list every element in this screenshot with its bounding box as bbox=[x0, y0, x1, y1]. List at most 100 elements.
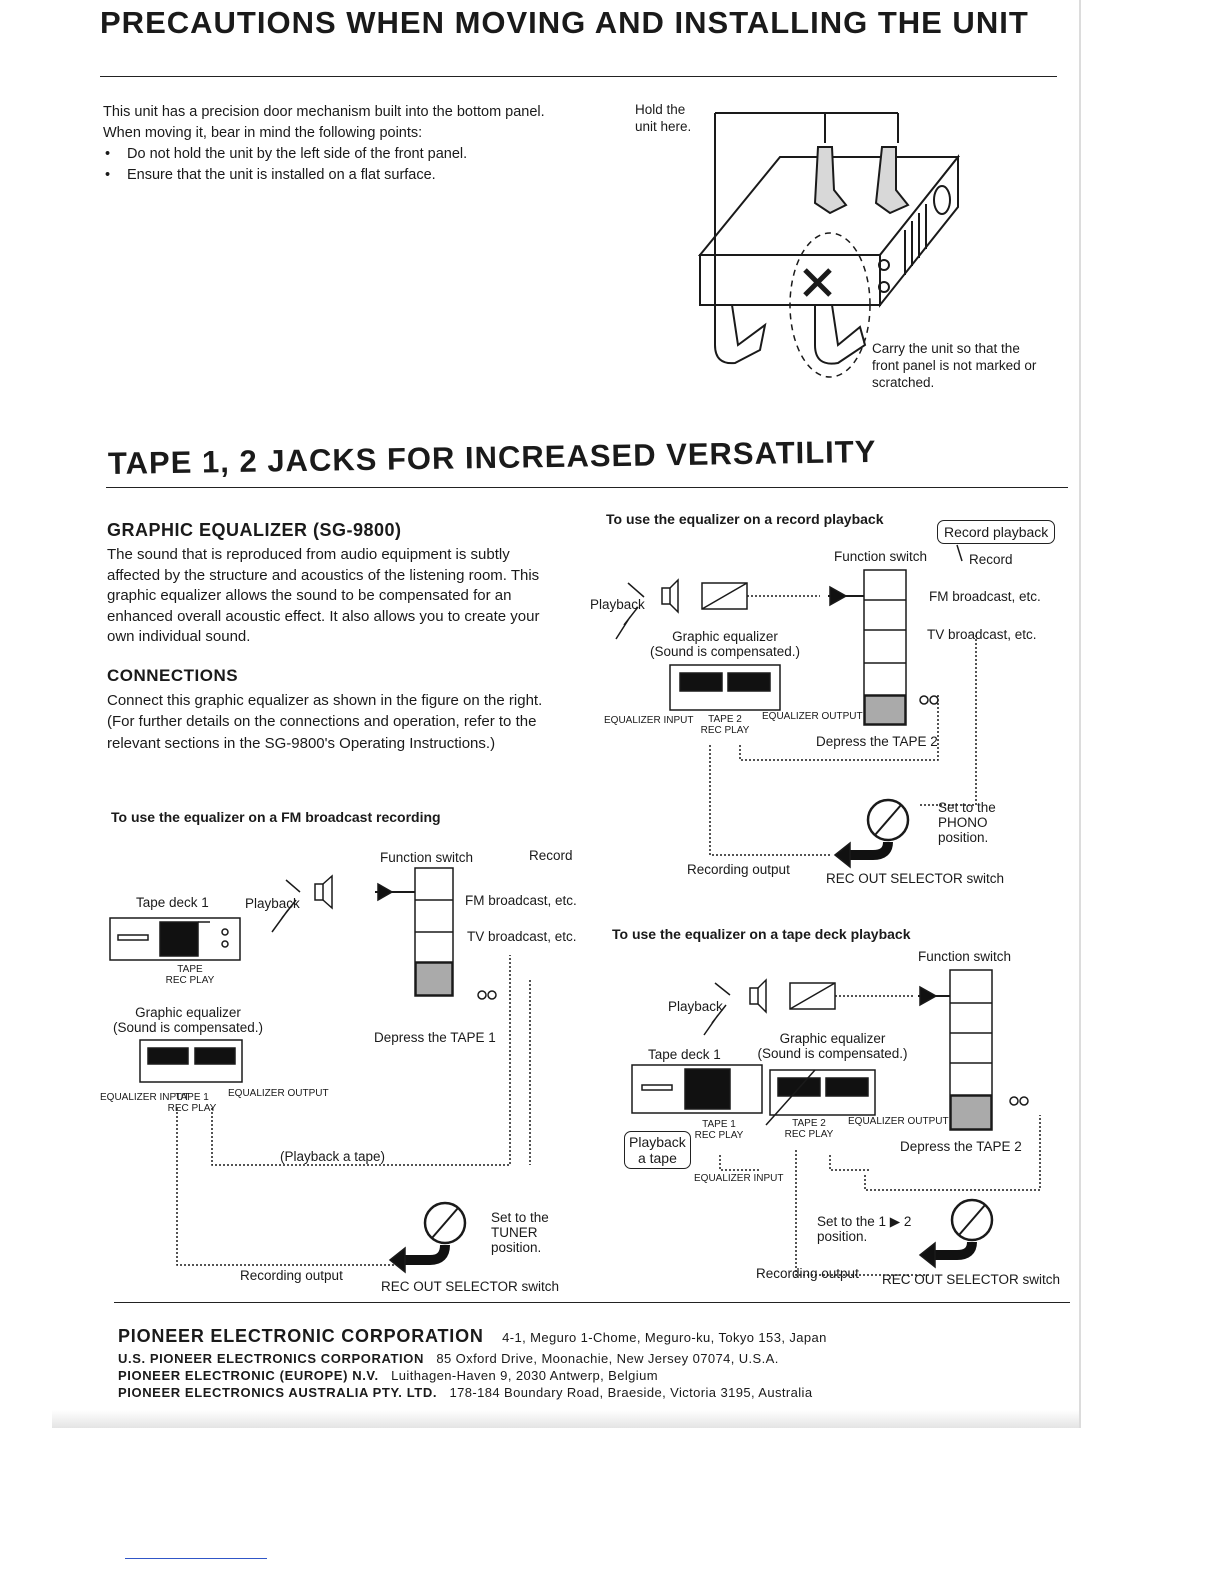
fm-tape1-label: TAPE 1 REC PLAY bbox=[162, 1092, 222, 1114]
carry-unit-illustration: Hold the unit here. Carry the unit so th… bbox=[620, 95, 1070, 405]
tape-tape1-label: TAPE 1 REC PLAY bbox=[690, 1119, 748, 1141]
fm-playback-label: Playback bbox=[245, 896, 300, 911]
fm-tape-jack-label: TAPE REC PLAY bbox=[162, 964, 218, 986]
record-playback-label: Playback bbox=[590, 597, 645, 612]
tape-compensated-text: (Sound is compensated.) bbox=[740, 1046, 925, 1061]
record-depress-label: Depress the TAPE 2 bbox=[816, 734, 938, 749]
record-rec-play-text: REC PLAY bbox=[695, 725, 755, 736]
record-fm-label: FM broadcast, etc. bbox=[929, 589, 1041, 604]
fm-set-to-text: TUNER bbox=[491, 1225, 549, 1240]
footer-corp-name: PIONEER ELECTRONIC CORPORATION bbox=[118, 1326, 484, 1346]
record-compensated-text: (Sound is compensated.) bbox=[640, 644, 810, 659]
diagram-fm: Function switch Record FM broadcast, etc… bbox=[100, 840, 600, 1300]
record-set-to-text: position. bbox=[938, 830, 996, 845]
connections-description: Connect this graphic equalizer as shown … bbox=[107, 690, 557, 755]
fm-eq-output-label: EQUALIZER OUTPUT bbox=[228, 1088, 288, 1099]
title-rule bbox=[100, 76, 1057, 77]
fm-tape1-text: TAPE 1 bbox=[162, 1092, 222, 1103]
carry-note-line: front panel is not marked or bbox=[872, 357, 1036, 374]
fm-record-label: Record bbox=[529, 848, 573, 863]
record-function-switch-label: Function switch bbox=[834, 549, 927, 564]
record-graphic-eq-label: Graphic equalizer (Sound is compensated.… bbox=[640, 629, 810, 659]
diagram-tape: Function switch Playback Graphic equaliz… bbox=[600, 945, 1075, 1295]
fm-set-to-text: position. bbox=[491, 1240, 549, 1255]
fm-tape-jack-text: TAPE bbox=[162, 964, 218, 975]
link-underline bbox=[125, 1558, 267, 1559]
footer-rule bbox=[114, 1302, 1070, 1303]
record-set-to-text: PHONO bbox=[938, 815, 996, 830]
tape-tape1-text: TAPE 1 bbox=[690, 1119, 748, 1130]
footer-eu-line: PIONEER ELECTRONIC (EUROPE) N.V. Luithag… bbox=[118, 1367, 1063, 1384]
fm-depress-label: Depress the TAPE 1 bbox=[374, 1030, 496, 1045]
hold-label-line: Hold the bbox=[635, 101, 691, 118]
record-eq-input-label: EQUALIZER INPUT bbox=[604, 715, 654, 726]
playback-box-text: Playback bbox=[629, 1134, 686, 1150]
record-set-to-text: Set to the bbox=[938, 800, 996, 815]
tape-deck-label: Tape deck 1 bbox=[648, 1047, 721, 1062]
tape-rec-play2-text: REC PLAY bbox=[780, 1129, 838, 1140]
precaution-bullet: Do not hold the unit by the left side of… bbox=[103, 144, 563, 165]
fm-compensated-text: (Sound is compensated.) bbox=[100, 1020, 276, 1035]
record-tape2-label: TAPE 2 REC PLAY bbox=[695, 714, 755, 736]
precautions-intro: This unit has a precision door mechanism… bbox=[103, 102, 563, 144]
tape-tape2-text: TAPE 2 bbox=[780, 1118, 838, 1129]
tape-graphic-eq-label: Graphic equalizer (Sound is compensated.… bbox=[740, 1031, 925, 1061]
eq-description: The sound that is reproduced from audio … bbox=[107, 545, 557, 648]
tape-eq-input-label: EQUALIZER INPUT bbox=[694, 1173, 754, 1184]
section-title-precautions: PRECAUTIONS WHEN MOVING AND INSTALLING T… bbox=[100, 6, 1060, 40]
footer-au-line: PIONEER ELECTRONICS AUSTRALIA PTY. LTD. … bbox=[118, 1384, 1063, 1401]
tape-set-to-text: Set to the 1 ▶ 2 bbox=[817, 1214, 911, 1229]
hold-label: Hold the unit here. bbox=[635, 101, 691, 135]
diagram-record-wiring bbox=[590, 515, 1070, 895]
fm-set-to-label: Set to the TUNER position. bbox=[491, 1210, 549, 1255]
tape-selector-label: REC OUT SELECTOR switch bbox=[882, 1272, 1060, 1287]
tape-tape2-label: TAPE 2 REC PLAY bbox=[780, 1118, 838, 1140]
carry-note-line: scratched. bbox=[872, 374, 1036, 391]
fm-tv-label: TV broadcast, etc. bbox=[467, 929, 577, 944]
footer-corp-address: 4-1, Meguro 1-Chome, Meguro-ku, Tokyo 15… bbox=[502, 1330, 827, 1345]
fm-rec-play2-text: REC PLAY bbox=[162, 1103, 222, 1114]
tape-function-switch-label: Function switch bbox=[918, 949, 1011, 964]
footer-eu-address: Luithagen-Haven 9, 2030 Antwerp, Belgium bbox=[391, 1368, 658, 1383]
fm-recording-output-label: Recording output bbox=[240, 1268, 343, 1283]
tape-rec-play-text: REC PLAY bbox=[690, 1130, 748, 1141]
fm-graphic-eq-text: Graphic equalizer bbox=[100, 1005, 276, 1020]
record-playback-box: Record playback bbox=[937, 520, 1055, 544]
record-record-label: Record bbox=[969, 552, 1013, 567]
fm-set-to-text: Set to the bbox=[491, 1210, 549, 1225]
fm-eq-input-label: EQUALIZER INPUT bbox=[100, 1092, 150, 1103]
diagram-tape-caption: To use the equalizer on a tape deck play… bbox=[612, 926, 911, 942]
footer-us-name: U.S. PIONEER ELECTRONICS CORPORATION bbox=[118, 1351, 424, 1366]
footer-au-address: 178-184 Boundary Road, Braeside, Victori… bbox=[450, 1385, 813, 1400]
record-tape2-text: TAPE 2 bbox=[695, 714, 755, 725]
carry-note: Carry the unit so that the front panel i… bbox=[872, 340, 1036, 391]
fm-selector-label: REC OUT SELECTOR switch bbox=[381, 1279, 559, 1294]
footer-corp-line: PIONEER ELECTRONIC CORPORATION 4-1, Megu… bbox=[118, 1324, 1063, 1350]
playback-box-text: a tape bbox=[629, 1150, 686, 1166]
tape-recording-output-label: Recording output bbox=[756, 1266, 859, 1281]
diagram-fm-caption: To use the equalizer on a FM broadcast r… bbox=[111, 809, 441, 825]
diagram-record: Record playback Function switch Record F… bbox=[590, 515, 1070, 895]
fm-rec-play-text: REC PLAY bbox=[162, 975, 218, 986]
record-selector-label: REC OUT SELECTOR switch bbox=[826, 871, 1004, 886]
hold-label-line: unit here. bbox=[635, 118, 691, 135]
record-recording-output-label: Recording output bbox=[687, 862, 790, 877]
tape-set-to-text: position. bbox=[817, 1229, 911, 1244]
tape-eq-output-label: EQUALIZER OUTPUT bbox=[848, 1116, 908, 1127]
record-set-to-label: Set to the PHONO position. bbox=[938, 800, 996, 845]
tape-graphic-eq-text: Graphic equalizer bbox=[740, 1031, 925, 1046]
precaution-bullet: Ensure that the unit is installed on a f… bbox=[103, 165, 563, 186]
connections-heading: CONNECTIONS bbox=[107, 666, 557, 686]
fm-graphic-eq-label: Graphic equalizer (Sound is compensated.… bbox=[100, 1005, 276, 1035]
fm-function-switch-label: Function switch bbox=[380, 850, 473, 865]
eq-heading: GRAPHIC EQUALIZER (SG-9800) bbox=[107, 520, 557, 541]
equalizer-text-block: GRAPHIC EQUALIZER (SG-9800) The sound th… bbox=[107, 520, 557, 754]
tape-depress-label: Depress the TAPE 2 bbox=[900, 1139, 1022, 1154]
tape-set-to-label: Set to the 1 ▶ 2 position. bbox=[817, 1214, 911, 1244]
fm-playback-tape-label: (Playback a tape) bbox=[280, 1149, 385, 1164]
footer-us-line: U.S. PIONEER ELECTRONICS CORPORATION 85 … bbox=[118, 1350, 1063, 1367]
playback-tape-box: Playback a tape bbox=[624, 1131, 691, 1169]
footer-eu-name: PIONEER ELECTRONIC (EUROPE) N.V. bbox=[118, 1368, 379, 1383]
footer-addresses: PIONEER ELECTRONIC CORPORATION 4-1, Megu… bbox=[118, 1324, 1063, 1401]
precautions-text: This unit has a precision door mechanism… bbox=[103, 102, 563, 186]
